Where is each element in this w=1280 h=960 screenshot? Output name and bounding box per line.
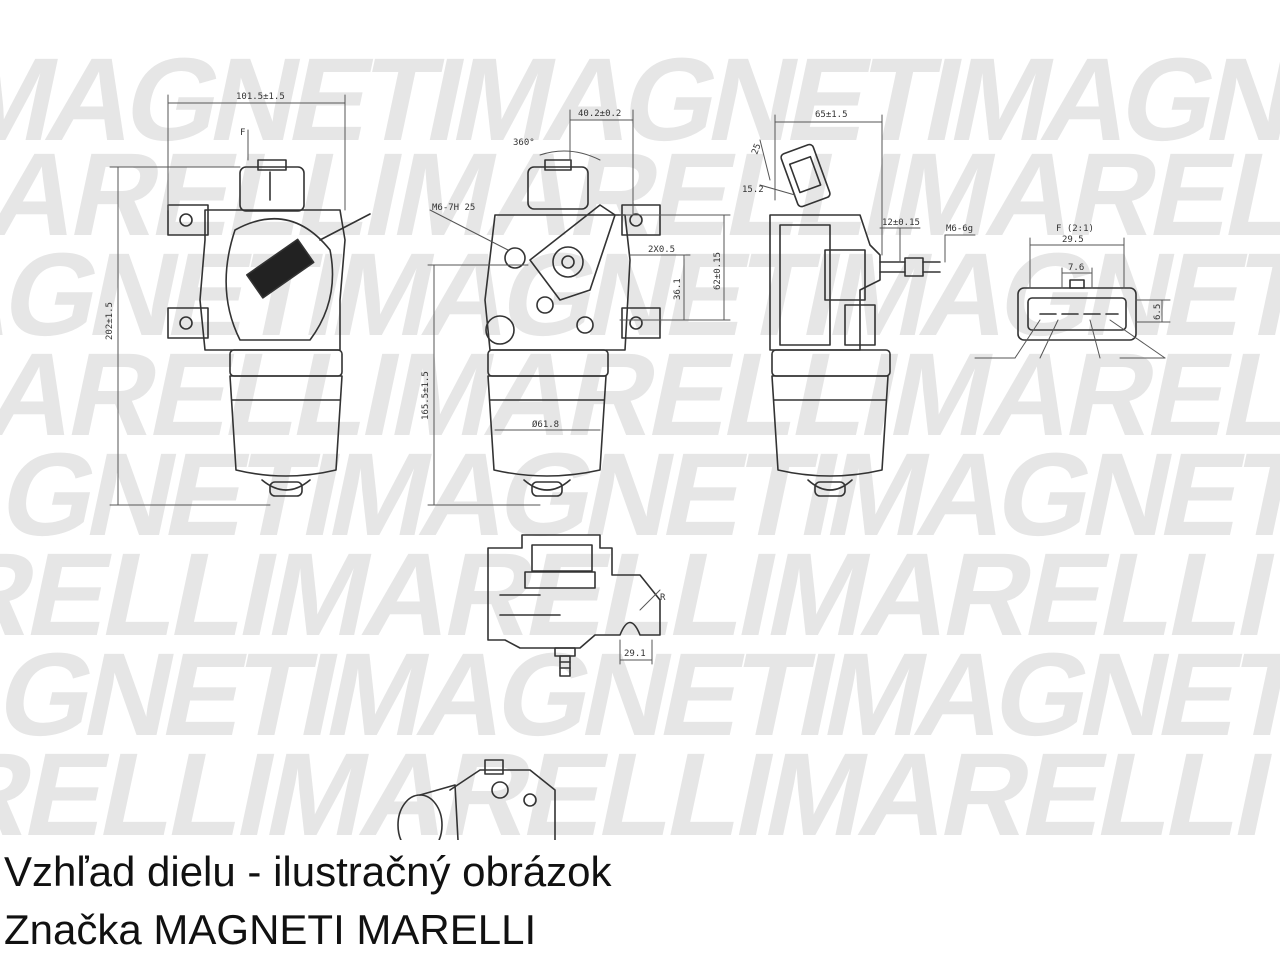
bottom-view <box>487 534 661 677</box>
watermark-row: MARELLIMARELLIMARELLI <box>0 329 1280 461</box>
dim-conn-force: F (2:1) <box>1056 224 1094 234</box>
watermark-row: MARELLIMARELLIMARELLI <box>0 129 1280 261</box>
top-dimensions <box>427 109 731 506</box>
watermark-row: MARELLIMARELLIMARELLI <box>0 529 1280 661</box>
caption-illustration-note: Vzhľad dielu - ilustračný obrázok <box>4 848 612 895</box>
side-view <box>769 143 941 497</box>
dim-front-width: 101.5±1.5 <box>236 92 285 102</box>
dim-bottom-r: R <box>660 593 666 603</box>
bottom-dimensions <box>619 589 661 665</box>
watermark-row: MAGNETIMAGNETIMAGNETI <box>0 629 1280 761</box>
dim-small-2: 25 <box>750 142 763 156</box>
dim-shaft-len: 12±0.15 <box>882 218 920 228</box>
dim-offset-top: 40.2±0.2 <box>578 109 621 119</box>
watermark-layer: MAGNETIMAGNETIMAGNETIMARELLIMARELLIMAREL… <box>0 34 1280 840</box>
dim-bottom: 29.1 <box>624 649 646 659</box>
dim-force: F <box>240 128 245 138</box>
dim-shaft-spec: M6-6g <box>946 224 973 234</box>
dim-conn-pitch: 7.6 <box>1068 263 1084 273</box>
dim-side-width: 65±1.5 <box>815 110 848 120</box>
dim-front-height: 202±1.5 <box>105 302 115 340</box>
watermark-row: MARELLIMARELLIMARELLI <box>0 729 1280 840</box>
dimension-labels: 101.5±1.5 F 202±1.5 360° 40.2±0.2 M6-7H … <box>105 92 1163 659</box>
dim-side-height: 62±0.15 <box>713 252 723 290</box>
motor-photo-thumbnail <box>397 759 556 840</box>
dim-inner-height: 36.1 <box>673 278 683 300</box>
dim-angle: 360° <box>513 138 535 148</box>
dim-conn-width: 29.5 <box>1062 235 1084 245</box>
watermark-row: MAGNETIMAGNETIMAGNETI <box>0 34 1280 166</box>
side-dimensions <box>759 114 976 263</box>
dim-total-height: 165.5±1.5 <box>421 371 431 420</box>
front-view <box>167 159 371 497</box>
dim-small-1: 15.2 <box>742 185 764 195</box>
dim-diameter: Ø61.8 <box>532 419 559 430</box>
watermark-row: MAGNETIMAGNETIMAGNETI <box>0 429 1280 561</box>
caption-brand: Značka MAGNETI MARELLI <box>4 906 537 953</box>
front-dimensions <box>109 94 346 506</box>
dim-tolerance: 2X0.5 <box>648 245 675 255</box>
dim-conn-height: 6.5 <box>1153 304 1163 320</box>
wiper-motor-drawing: 101.5±1.5 F 202±1.5 360° 40.2±0.2 M6-7H … <box>105 92 1171 840</box>
dim-thread: M6-7H 25 <box>432 203 475 213</box>
top-view <box>484 159 661 497</box>
connector-detail <box>1017 279 1137 341</box>
connector-dimensions <box>974 237 1171 359</box>
